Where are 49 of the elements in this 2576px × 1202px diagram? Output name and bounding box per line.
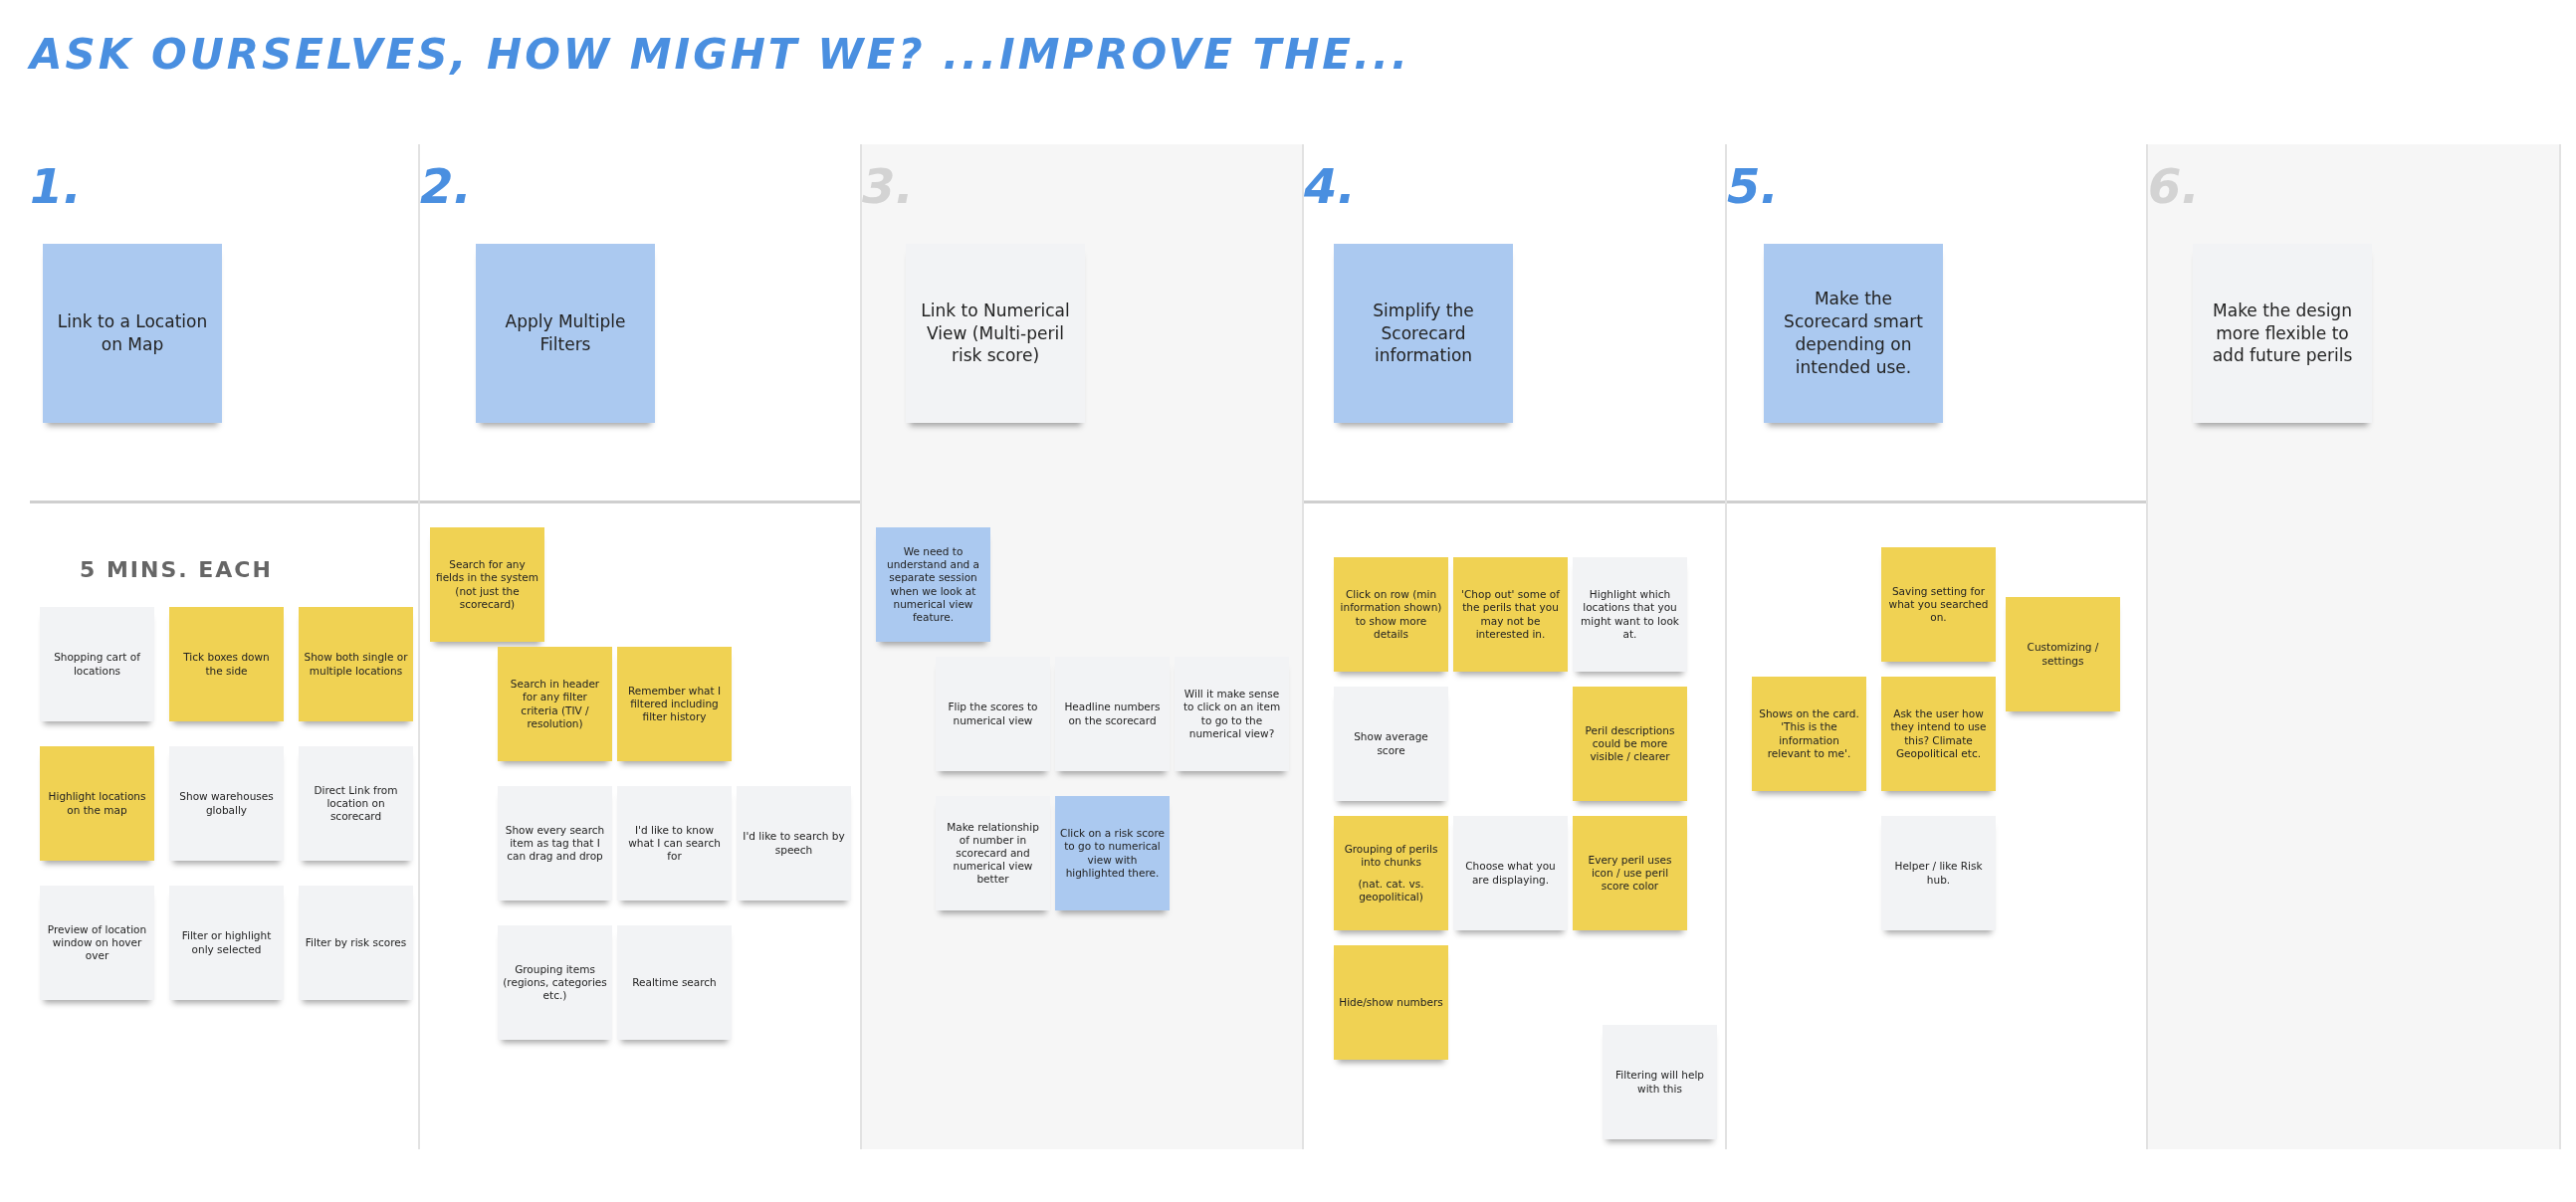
- sticky-note: Simplify the Scorecard information: [1334, 244, 1513, 423]
- sticky-note: Headline numbers on the scorecard: [1055, 657, 1170, 771]
- sticky-note: Preview of location window on hover over: [40, 886, 154, 1000]
- sticky-note: Highlight which locations that you might want to look at.: [1573, 557, 1687, 672]
- sticky-note: Show every search item as tag that I can drag and drop: [498, 786, 612, 901]
- sticky-note: We need to understand and a separate session when we look at numerical view feature.: [876, 527, 990, 642]
- sticky-note: Filter or highlight only selected: [169, 886, 284, 1000]
- sticky-note: Shopping cart of locations: [40, 607, 154, 721]
- sticky-note: Make the design more flexible to add future perils: [2193, 244, 2372, 423]
- sticky-note: Helper / like Risk hub.: [1881, 816, 1996, 930]
- sticky-note: Make the Scorecard smart depending on intended use.: [1764, 244, 1943, 423]
- sticky-note: Grouping items (regions, categories etc.): [498, 925, 612, 1040]
- column-number: 1.: [30, 158, 82, 214]
- sticky-note: Click on a risk score to go to numerical view with highlighted there.: [1055, 796, 1170, 910]
- sticky-note: Search in header for any filter criteria (TIV / resolution): [498, 647, 612, 761]
- sticky-note: 'Chop out' some of the perils that you may not be interested in.: [1453, 557, 1568, 672]
- sticky-note: I'd like to search by speech: [737, 786, 851, 901]
- sticky-note: Every peril uses icon / use peril score color: [1573, 816, 1687, 930]
- sticky-note: Highlight locations on the map: [40, 746, 154, 861]
- sticky-note: Tick boxes down the side: [169, 607, 284, 721]
- note-text: 5 MINS. EACH: [80, 557, 273, 582]
- sticky-note: Search for any fields in the system (not just the scorecard): [430, 527, 544, 642]
- sticky-note: Make relationship of number in scorecard and numerical view better: [936, 796, 1050, 910]
- sticky-note: Link to a Location on Map: [43, 244, 222, 423]
- sticky-note: Peril descriptions could be more visible / clearer: [1573, 687, 1687, 801]
- sticky-note: Will it make sense to click on an item to go to the numerical view?: [1175, 657, 1289, 771]
- column-number: 2.: [420, 158, 472, 214]
- sticky-note: Remember what I filtered including filter history: [617, 647, 732, 761]
- sticky-note: Realtime search: [617, 925, 732, 1040]
- sticky-note: Filtering will help with this: [1603, 1025, 1717, 1139]
- sticky-note: Direct Link from location on scorecard: [299, 746, 413, 861]
- sticky-note: Choose what you are displaying.: [1453, 816, 1568, 930]
- sticky-note: Show both single or multiple locations: [299, 607, 413, 721]
- sticky-note: Customizing / settings: [2006, 597, 2120, 711]
- sticky-note: Shows on the card. 'This is the information relevant to me'.: [1752, 677, 1866, 791]
- column-number: 4.: [1304, 158, 1356, 214]
- sticky-note: I'd like to know what I can search for: [617, 786, 732, 901]
- sticky-note: Show average score: [1334, 687, 1448, 801]
- sticky-note: Grouping of perils into chunks (nat. cat. vs. geopolitical): [1334, 816, 1448, 930]
- sticky-note: Filter by risk scores: [299, 886, 413, 1000]
- sticky-note: Apply Multiple Filters: [476, 244, 655, 423]
- sticky-note: Hide/show numbers: [1334, 945, 1448, 1060]
- sticky-note: Click on row (min information shown) to show more details: [1334, 557, 1448, 672]
- sticky-note: Saving setting for what you searched on.: [1881, 547, 1996, 662]
- column-number: 5.: [1727, 158, 1779, 214]
- sticky-note: Show warehouses globally: [169, 746, 284, 861]
- sticky-note: Link to Numerical View (Multi-peril risk score): [906, 244, 1085, 423]
- sticky-note: Ask the user how they intend to use this? Climate Geopolitical etc.: [1881, 677, 1996, 791]
- sticky-note: Flip the scores to numerical view: [936, 657, 1050, 771]
